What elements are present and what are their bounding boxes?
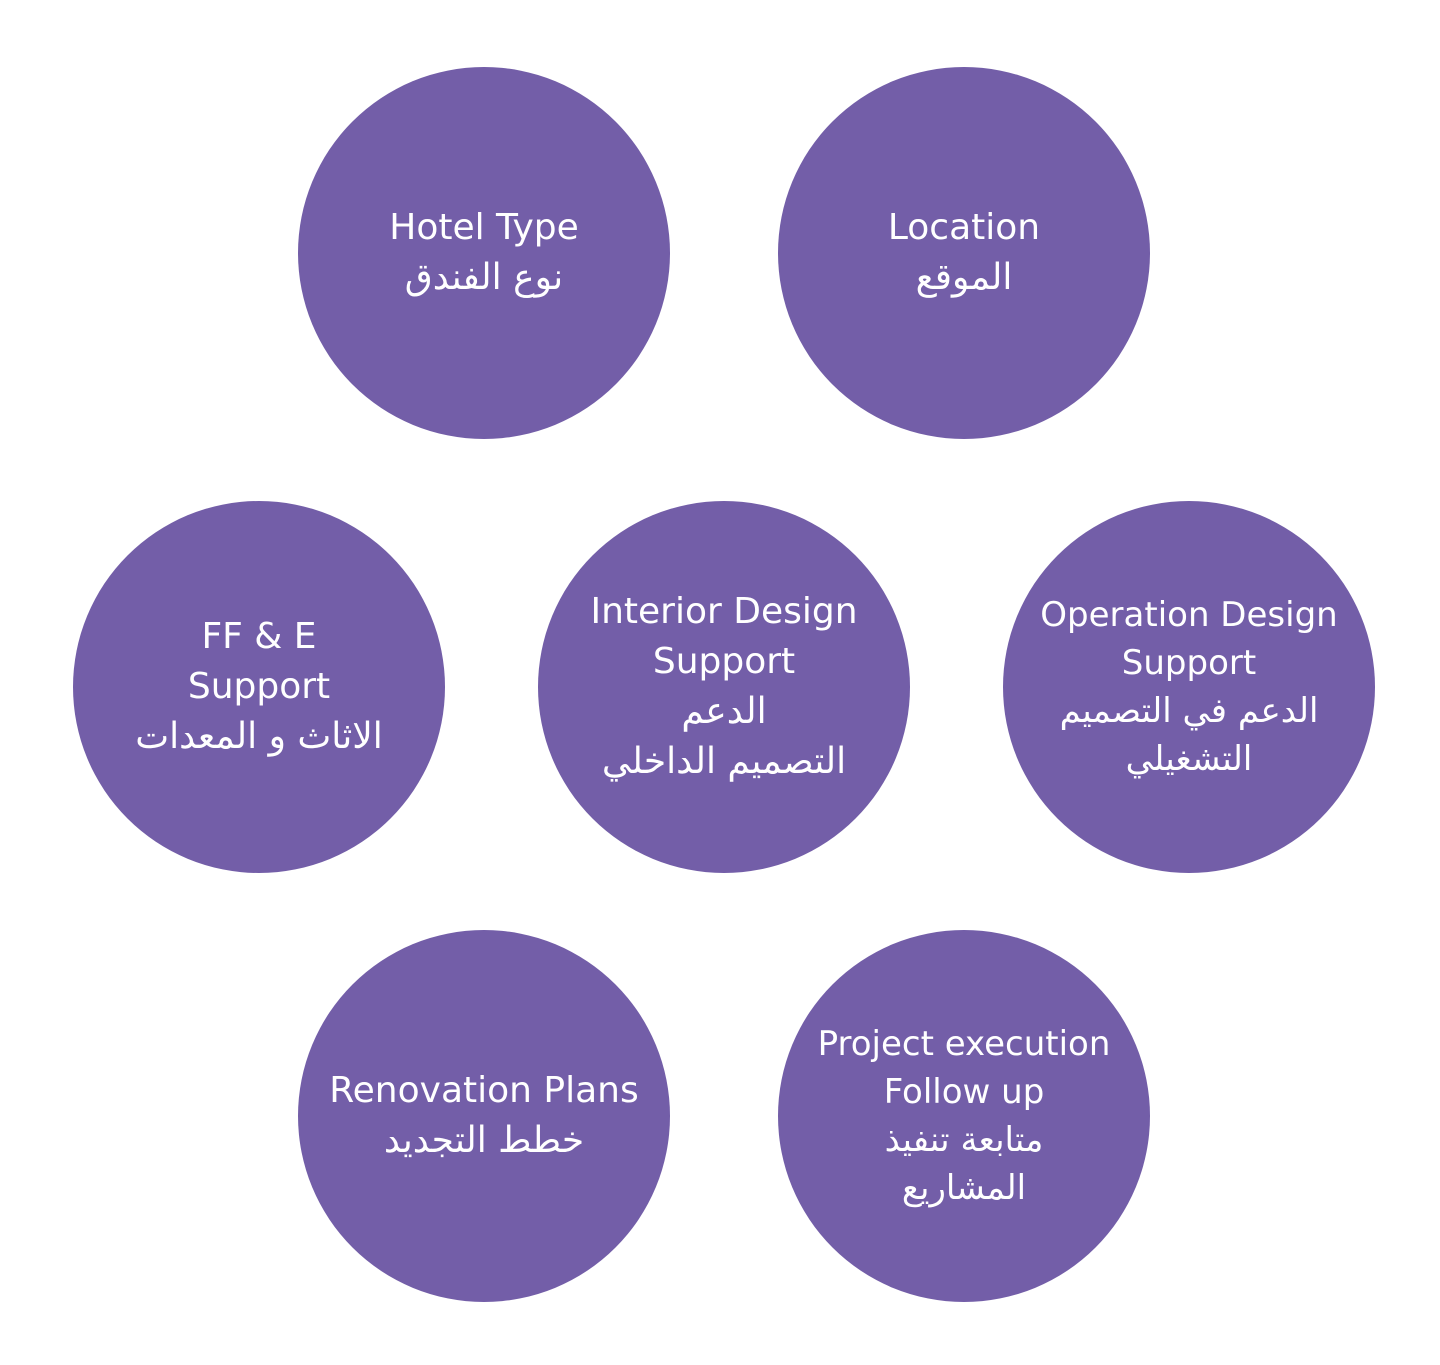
renovation-plans-circle: Renovation Plans خطط التجديد	[298, 930, 670, 1302]
node-label-ar: متابعة تنفيذ	[884, 1120, 1044, 1160]
node-label-ar: الموقع	[915, 257, 1013, 298]
node-label-ar: التشغيلي	[1125, 739, 1253, 779]
node-label-en: Follow up	[883, 1072, 1045, 1112]
node-label-ar: الدعم	[681, 691, 767, 732]
node-label-en: Hotel Type	[389, 207, 579, 248]
node-label-en: Support	[187, 666, 331, 707]
ffe-support-circle: FF & E Support الاثاث و المعدات	[73, 501, 445, 873]
hotel-type-circle: Hotel Type نوع الفندق	[298, 67, 670, 439]
node-label-en: Interior Design	[590, 591, 858, 632]
interior-design-support-circle: Interior Design Support الدعم التصميم ال…	[538, 501, 910, 873]
node-label-ar: الدعم في التصميم	[1059, 691, 1319, 731]
node-label-ar: المشاريع	[901, 1168, 1027, 1208]
node-label-ar: نوع الفندق	[404, 257, 564, 298]
operation-design-support-circle: Operation Design Support الدعم في التصمي…	[1003, 501, 1375, 873]
node-label-en: Renovation Plans	[329, 1070, 639, 1111]
node-label-en: Project execution	[817, 1024, 1111, 1064]
node-label-ar: خطط التجديد	[383, 1120, 585, 1161]
node-label-en: FF & E	[201, 616, 317, 657]
node-label-en: Support	[652, 641, 796, 682]
node-label-ar: التصميم الداخلي	[601, 741, 847, 782]
node-label-en: Support	[1121, 643, 1257, 683]
project-execution-follow-up-circle: Project execution Follow up متابعة تنفيذ…	[778, 930, 1150, 1302]
node-label-en: Location	[887, 207, 1041, 248]
location-circle: Location الموقع	[778, 67, 1150, 439]
node-label-en: Operation Design	[1040, 595, 1338, 635]
node-label-ar: الاثاث و المعدات	[135, 716, 383, 757]
